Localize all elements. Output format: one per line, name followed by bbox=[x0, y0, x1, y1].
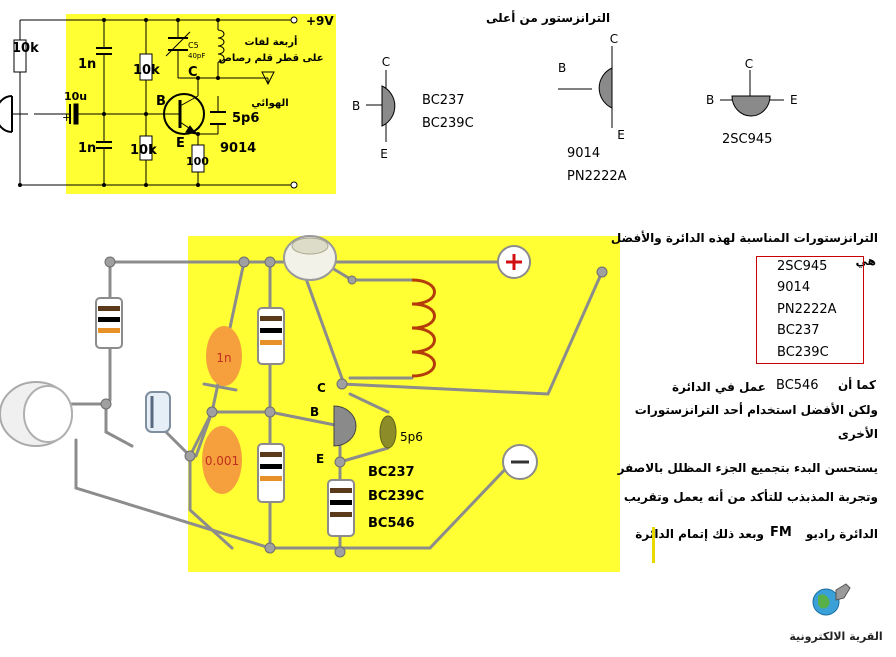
coil-note-line2: على قطر قلم رصاص bbox=[218, 53, 323, 64]
c5-label: C5 bbox=[188, 41, 199, 50]
pin-c-label: C bbox=[188, 65, 198, 80]
breadboard-electrolytic bbox=[145, 391, 171, 433]
cap-bottom-label: 1n bbox=[78, 141, 96, 156]
note2-line1: ولكن الأفضل استخدام أحد الترانزستورات bbox=[634, 403, 878, 417]
note3-line2: وتجربة المذبذب للتأكد من أنه يعمل وتقريب bbox=[623, 490, 878, 504]
list-item: 9014 bbox=[777, 280, 811, 295]
coupling-cap-label: 10u bbox=[64, 90, 87, 103]
bb-t2: BC239C bbox=[368, 489, 424, 504]
note4-suffix: وبعد ذلك إتمام الدائرة bbox=[635, 527, 764, 541]
logo: القرية الالكترونية bbox=[789, 583, 883, 643]
antenna-label: الهوائي bbox=[251, 98, 288, 109]
breadboard-cap-1n bbox=[206, 326, 242, 386]
bb-pin-b: B bbox=[310, 405, 319, 419]
pinout-b-b: B bbox=[558, 61, 566, 75]
pinout-bc237: C B E BC237 BC239C bbox=[352, 55, 474, 161]
cap2-label: 0.001 bbox=[205, 454, 239, 468]
list-item: PN2222A bbox=[777, 302, 837, 317]
bb-pin-c: C bbox=[317, 381, 326, 395]
bb-pin-e: E bbox=[316, 452, 324, 466]
microphone-icon bbox=[0, 95, 13, 133]
bias-resistor-label: 10k bbox=[12, 41, 39, 56]
cap-top-label: 1n bbox=[78, 57, 96, 72]
pinout-2sc945: C B E 2SC945 bbox=[706, 57, 798, 147]
breadboard-cap-0001 bbox=[202, 426, 242, 494]
wrench-icon bbox=[835, 583, 851, 601]
bc546-name: BC546 bbox=[776, 378, 819, 393]
bias-resistor bbox=[13, 39, 27, 73]
breadboard: 1n 0.001 5p6 C bbox=[0, 235, 620, 572]
schematic-components bbox=[0, 29, 275, 173]
r-emitter-label: 100 bbox=[186, 155, 209, 168]
list-item: BC239C bbox=[777, 345, 829, 360]
pinout-a-c: C bbox=[382, 55, 390, 69]
r-lower-label: 10k bbox=[130, 143, 157, 158]
schematic-coil bbox=[217, 29, 225, 63]
breadboard-junctions bbox=[100, 256, 608, 558]
note4-prefix: الدائرة راديو bbox=[805, 527, 878, 541]
cap1-label: 1n bbox=[216, 351, 231, 365]
bc546-suffix: عمل في الدائرة bbox=[671, 380, 766, 394]
pin-b-label: B bbox=[156, 94, 166, 109]
pinout-b-c: C bbox=[610, 32, 618, 46]
cap3-label: 5p6 bbox=[400, 430, 423, 444]
antenna-icon bbox=[261, 71, 275, 86]
suitable-title-line2: هي bbox=[855, 254, 876, 268]
coil-note-line1: أربعة لفات bbox=[245, 35, 298, 48]
pinout-b-name2: PN2222A bbox=[567, 169, 627, 184]
note2-line2: الأخرى bbox=[837, 427, 878, 441]
note4-fm: FM bbox=[770, 525, 792, 540]
schematic-wires bbox=[19, 19, 292, 186]
schematic-terminals bbox=[290, 16, 298, 189]
transistor-list: 2SC945 9014 PN2222A BC237 BC239C bbox=[756, 256, 864, 364]
c5-value: 40pF bbox=[188, 52, 205, 60]
breadboard-resistor-lower bbox=[257, 443, 285, 503]
breadboard-resistor-left bbox=[95, 297, 123, 349]
pinout-b-e: E bbox=[617, 128, 625, 142]
bb-t1: BC237 bbox=[368, 465, 415, 480]
breadboard-resistor-upper bbox=[257, 307, 285, 365]
r-upper-label: 10k bbox=[133, 63, 160, 78]
feedback-cap-label: 5p6 bbox=[232, 111, 259, 126]
schematic: +9V 10k 10u + 1n 1n 10k 10k C5 40pF أربع… bbox=[0, 14, 336, 194]
transistor-label: 9014 bbox=[220, 141, 256, 156]
pinout-b-name1: 9014 bbox=[567, 146, 600, 161]
logo-text: القرية الالكترونية bbox=[789, 630, 882, 643]
suitable-title-line1: الترانزستورات المناسبة لهذه الدائرة والأ… bbox=[610, 231, 878, 245]
pinout-c-name1: 2SC945 bbox=[722, 132, 772, 147]
pinout-a-name1: BC237 bbox=[422, 93, 465, 108]
pinout-c-b: B bbox=[706, 93, 714, 107]
pinout-a-name2: BC239C bbox=[422, 116, 474, 131]
yellow-marker bbox=[652, 527, 655, 563]
note3-line1: يستحسن البدء بتجميع الجزء المظلل بالاصفر bbox=[617, 461, 878, 475]
list-item: 2SC945 bbox=[777, 259, 828, 274]
breadboard-trimmer bbox=[283, 235, 337, 281]
breadboard-coil bbox=[411, 278, 436, 378]
breadboard-yellow-area bbox=[188, 236, 620, 572]
breadboard-microphone bbox=[0, 381, 73, 447]
pinout-a-e: E bbox=[380, 147, 388, 161]
pin-e-label: E bbox=[176, 136, 185, 151]
bb-t3: BC546 bbox=[368, 516, 415, 531]
pinout-c-e: E bbox=[790, 93, 798, 107]
breadboard-transistor bbox=[333, 405, 357, 447]
pinout-9014: C B E 9014 PN2222A bbox=[558, 32, 627, 184]
minus-terminal bbox=[502, 444, 538, 480]
breadboard-cap-5p6 bbox=[379, 415, 397, 449]
list-item: BC237 bbox=[777, 323, 820, 338]
schematic-junctions bbox=[18, 18, 220, 187]
breadboard-resistor-emitter bbox=[327, 479, 355, 537]
plus-sign: + bbox=[62, 111, 71, 124]
pinout-title: الترانزستور من أعلى bbox=[486, 10, 610, 26]
bc546-prefix: كما أن bbox=[837, 378, 876, 392]
plus-terminal bbox=[497, 245, 531, 279]
supply-label: +9V bbox=[306, 14, 334, 28]
pinout-c-c: C bbox=[745, 57, 753, 71]
pinouts: الترانزستور من أعلى C B E BC237 BC239C C… bbox=[352, 10, 798, 184]
pinout-a-b: B bbox=[352, 99, 360, 113]
